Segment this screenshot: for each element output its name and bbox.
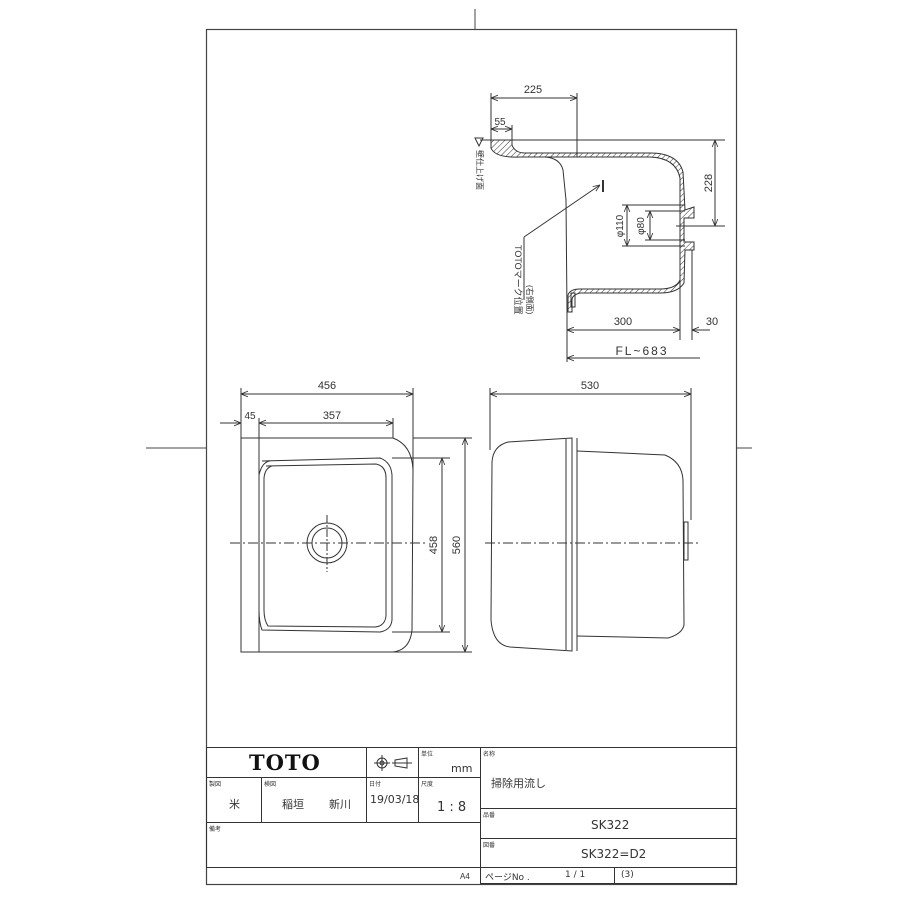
scale-label: 尺度 — [421, 781, 434, 788]
date-cell: 日付 19/03/18 — [367, 778, 419, 823]
dim-flange-width: 45 — [244, 411, 256, 422]
dim-floor-level: FL~683 — [615, 344, 668, 358]
scale-value: 1 : 8 — [437, 800, 467, 815]
toto-logo: TOTO — [249, 750, 321, 775]
name-cell: 名称 掃除用流し — [481, 748, 737, 809]
brand-cell: TOTO — [207, 748, 367, 778]
dim-overall-width: 456 — [318, 380, 336, 392]
name-label: 名称 — [483, 751, 496, 758]
date-label: 日付 — [369, 781, 382, 788]
dim-drain-projection: 30 — [706, 316, 718, 328]
label-wall-finish-face: 壁仕上げ面 — [475, 150, 485, 190]
product-no-value: SK322 — [591, 818, 630, 832]
side-view — [485, 388, 700, 652]
drawing-no-cell: 図番 SK322=D2 — [481, 839, 737, 868]
checker-value-2: 新川 — [329, 798, 351, 811]
unit-label: 単位 — [421, 751, 434, 758]
dim-bowl-width: 357 — [323, 410, 341, 422]
page-divider — [614, 868, 615, 883]
label-logo-position-note: (右側面) — [525, 285, 535, 315]
title-block: TOTO 単位 mm 製図 米 検図 稲垣 新川 日付 19/03/18 尺度 … — [206, 747, 737, 868]
checker-value-1: 稲垣 — [282, 798, 304, 811]
dim-outer-diameter: φ110 — [615, 214, 626, 237]
product-no-cell: 品番 SK322 — [481, 809, 737, 839]
dim-wall-flange: 55 — [494, 117, 506, 128]
product-no-label: 品番 — [483, 812, 496, 819]
page-value: 1 / 1 — [565, 870, 586, 880]
remarks-cell: 備考 — [207, 823, 481, 868]
drawing-no-value: SK322=D2 — [581, 847, 647, 861]
dim-top-width: 225 — [524, 84, 542, 96]
drafter-cell: 製図 米 — [207, 778, 262, 823]
drawing-frame — [146, 9, 752, 886]
dim-inner-diameter: φ80 — [636, 217, 647, 235]
dim-overall-length: 530 — [581, 380, 599, 392]
date-value: 19/03/18 — [370, 793, 420, 806]
drawing-no-label: 図番 — [483, 842, 496, 849]
name-value: 掃除用流し — [491, 777, 546, 790]
remarks-label: 備考 — [209, 826, 222, 833]
checker-label: 検図 — [264, 781, 277, 788]
paper-size: A4 — [460, 872, 470, 881]
third-angle-projection-icon — [374, 755, 412, 771]
dim-drain-height: 228 — [703, 174, 715, 192]
checker-cell: 検図 稲垣 新川 — [262, 778, 367, 823]
unit-cell: 単位 mm — [419, 748, 481, 778]
drafter-value: 米 — [229, 798, 240, 811]
dim-depth: 300 — [614, 316, 632, 328]
projection-cell — [367, 748, 419, 778]
label-logo-position: TOTOマーク位置 — [513, 245, 524, 315]
section-view — [474, 93, 725, 362]
drafter-label: 製図 — [209, 781, 222, 788]
page-row: ページNo . 1 / 1 (3) — [480, 867, 737, 884]
scale-cell: 尺度 1 : 8 — [419, 778, 481, 823]
dim-bowl-depth: 458 — [428, 536, 440, 554]
plan-view — [220, 388, 472, 653]
page-label: ページNo . — [485, 873, 530, 883]
page-suffix: (3) — [621, 870, 634, 880]
dim-overall-depth: 560 — [451, 536, 463, 554]
unit-value: mm — [451, 762, 473, 775]
